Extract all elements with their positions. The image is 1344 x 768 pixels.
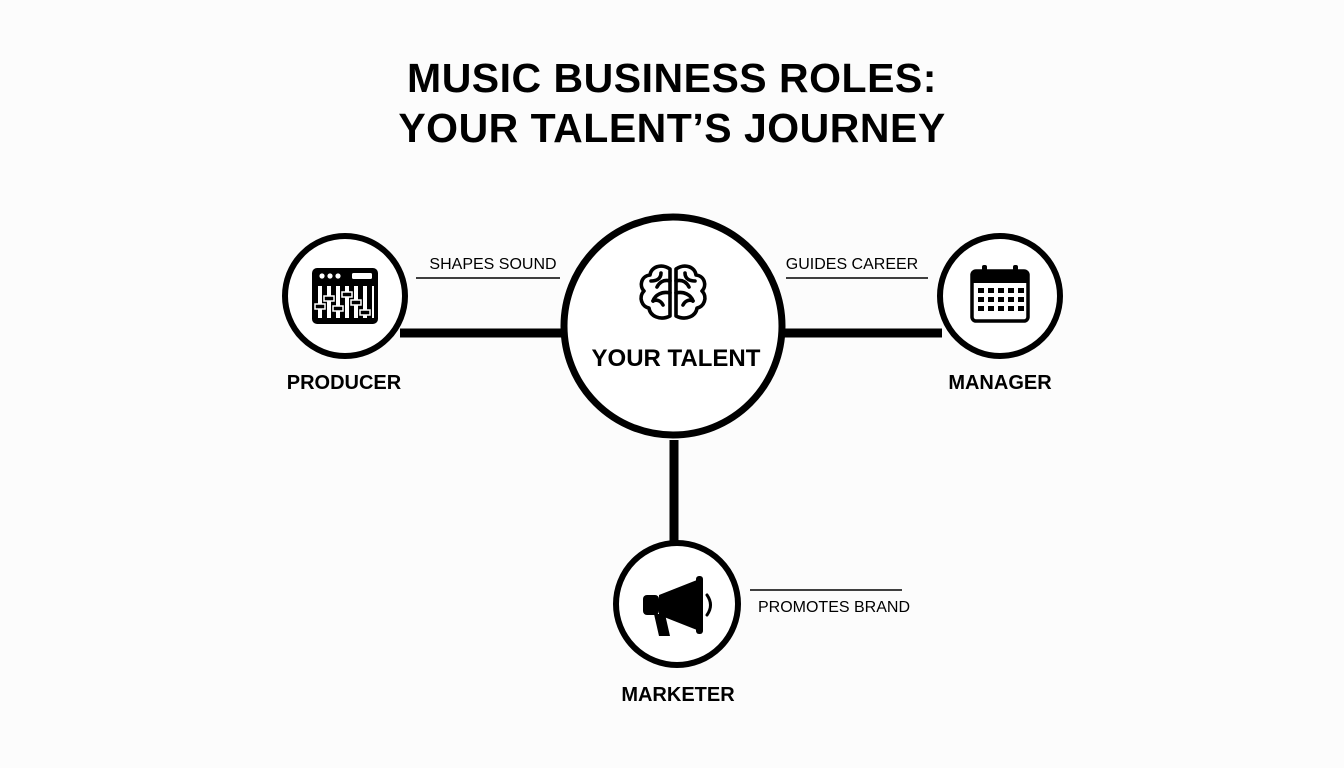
relation-label-producer: SHAPES SOUND [429, 256, 556, 273]
center-label: YOUR TALENT [592, 345, 761, 372]
producer-label: PRODUCER [287, 372, 402, 394]
marketer-node: MARKETER [613, 540, 741, 706]
center-node: YOUR TALENT [560, 213, 786, 439]
calendar-icon [970, 265, 1030, 323]
title-line-1: MUSIC BUSINESS ROLES: [407, 55, 937, 101]
title-line-2: YOUR TALENT’S JOURNEY [398, 105, 946, 151]
relation-label-marketer: PROMOTES BRAND [758, 599, 910, 616]
producer-node: PRODUCER [282, 233, 408, 394]
manager-node: MANAGER [937, 233, 1063, 394]
relation-label-manager: GUIDES CAREER [786, 256, 918, 273]
megaphone-icon [643, 576, 712, 636]
mixing-console-icon [312, 268, 378, 324]
marketer-label: MARKETER [621, 684, 735, 706]
brain-icon [639, 264, 707, 320]
manager-label: MANAGER [948, 372, 1052, 394]
